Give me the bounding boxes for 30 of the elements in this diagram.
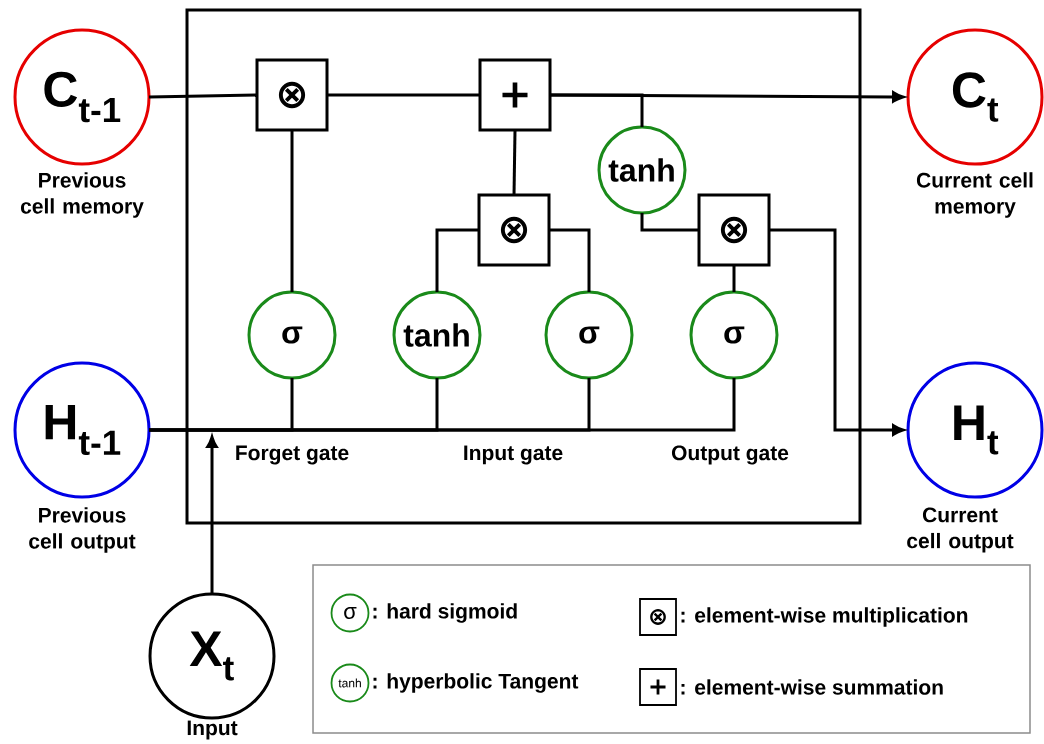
connector-line — [327, 93, 480, 97]
caption-text: Current cell output — [907, 507, 1014, 553]
connector-line — [149, 378, 736, 432]
connector-line — [640, 213, 699, 232]
caption-text: Current cell memory — [916, 172, 1033, 218]
gate-label: Output gate — [671, 445, 789, 465]
legend-text: : hyperbolic Tangent — [373, 673, 579, 693]
legend-text: : element-wise multiplication — [681, 607, 968, 627]
caption-text: Previous cell output — [29, 507, 136, 553]
arrow — [206, 435, 218, 594]
connector-line — [435, 228, 479, 292]
gate-label: Input gate — [464, 445, 563, 465]
connector-line — [549, 228, 591, 292]
connector-line — [290, 130, 294, 292]
operation-box: ⊗ — [697, 193, 771, 267]
caption-text: Input — [187, 720, 238, 740]
connector-line — [550, 93, 644, 127]
arrow — [550, 91, 905, 103]
connector-line — [732, 265, 736, 292]
connector-line — [512, 129, 517, 196]
caption-text: Previous cell memory — [20, 172, 144, 218]
legend-text: : hard sigmoid — [373, 603, 517, 623]
legend-text: : element-wise summation — [681, 679, 943, 695]
operation-box: ⊗ — [255, 58, 329, 132]
arrow — [769, 228, 905, 436]
connector-line — [149, 93, 258, 99]
operation-box: ⊗ — [477, 193, 551, 267]
operation-box: + — [478, 58, 552, 132]
cell-frame — [185, 8, 862, 525]
gate-label: Forget gate — [236, 445, 349, 465]
